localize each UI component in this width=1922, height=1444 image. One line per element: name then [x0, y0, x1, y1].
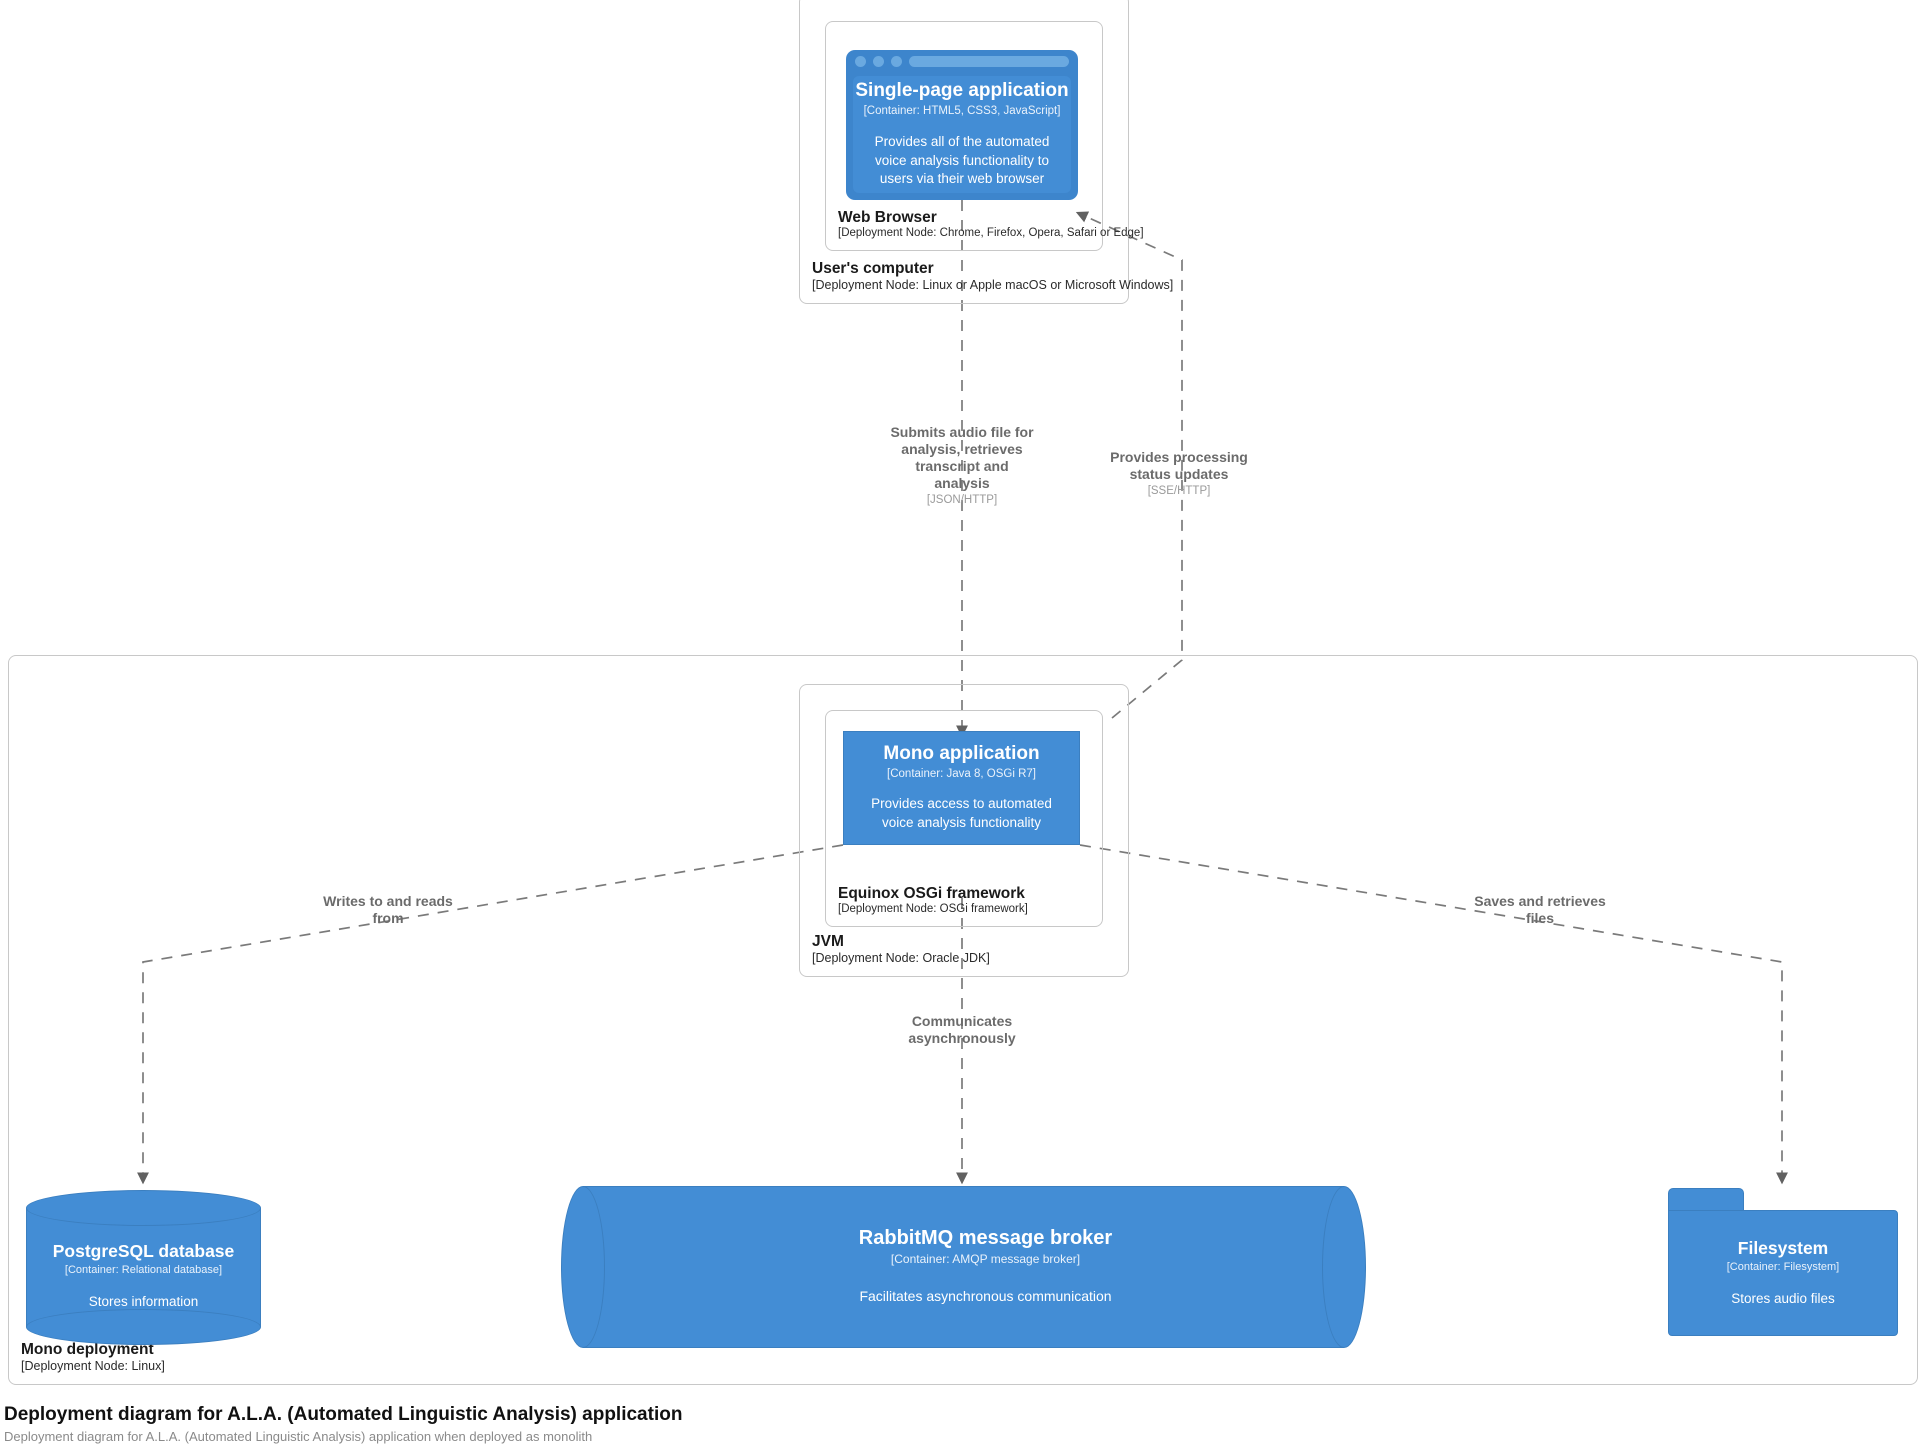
node-users-computer-name: User's computer	[812, 259, 934, 277]
relationship-label-submits-audio: Submits audio file for analysis, retriev…	[887, 424, 1037, 507]
filesystem-description: Stores audio files	[1731, 1290, 1835, 1306]
node-users-computer-tech: [Deployment Node: Linux or Apple macOS o…	[812, 278, 1174, 293]
node-mono-deployment[interactable]: Mono deployment [Deployment Node: Linux]	[8, 655, 1918, 1385]
postgres-text-block: PostgreSQL database [Container: Relation…	[26, 1226, 261, 1327]
node-jvm-tech: [Deployment Node: Oracle JDK]	[812, 951, 990, 966]
postgres-description: Stores information	[88, 1294, 199, 1310]
submits-audio-description: Submits audio file for analysis, retriev…	[890, 424, 1034, 492]
rabbitmq-title: RabbitMQ message broker	[858, 1227, 1113, 1250]
node-mono-deployment-name: Mono deployment	[21, 1340, 154, 1358]
node-mono-deployment-tech: [Deployment Node: Linux]	[21, 1359, 165, 1374]
browser-url-bar[interactable]	[909, 55, 1069, 67]
node-equinox-label: Equinox OSGi framework [Deployment Node:…	[838, 885, 1028, 917]
rabbitmq-tech: [Container: AMQP message broker]	[890, 1252, 1081, 1267]
filesystem-title: Filesystem	[1737, 1237, 1829, 1258]
node-jvm-name: JVM	[812, 932, 844, 950]
browser-dot-minimize-icon	[873, 55, 884, 67]
rabbitmq-pipe-right-cap	[1322, 1186, 1366, 1348]
caption-title: Deployment diagram for A.L.A. (Automated…	[4, 1404, 683, 1425]
processing-status-description: Provides processing status updates	[1110, 449, 1248, 483]
node-equinox-tech: [Deployment Node: OSGi framework]	[838, 903, 1028, 916]
postgres-cylinder-bottom	[26, 1309, 261, 1345]
rabbitmq-pipe-left-cap	[561, 1186, 605, 1348]
node-web-browser-name: Web Browser	[838, 209, 937, 227]
spa-description: Provides all of the automated voice anal…	[874, 134, 1050, 187]
node-users-computer[interactable]: User's computer [Deployment Node: Linux …	[799, 0, 1173, 304]
browser-viewport: Single-page application [Container: HTML…	[853, 76, 1071, 193]
node-jvm[interactable]: JVM [Deployment Node: Oracle JDK]	[799, 684, 1129, 977]
postgres-title: PostgreSQL database	[52, 1241, 235, 1262]
browser-chrome-bar	[846, 50, 1078, 72]
container-postgresql-database[interactable]: PostgreSQL database [Container: Relation…	[26, 1190, 261, 1345]
spa-title: Single-page application	[855, 80, 1069, 102]
browser-dot-close-icon	[855, 55, 866, 67]
rabbitmq-text-block: RabbitMQ message broker [Container: AMQP…	[605, 1186, 1366, 1348]
browser-dot-maximize-icon	[891, 55, 902, 67]
node-jvm-label: JVM [Deployment Node: Oracle JDK]	[812, 933, 990, 966]
node-web-browser-label: Web Browser [Deployment Node: Chrome, Fi…	[838, 209, 1144, 241]
container-mono-application[interactable]: Mono application [Container: Java 8, OSG…	[843, 731, 1080, 845]
postgres-cylinder-body	[26, 1208, 261, 1327]
postgres-tech: [Container: Relational database]	[64, 1264, 223, 1277]
diagram-caption: Deployment diagram for A.L.A. (Automated…	[4, 1404, 682, 1444]
relationship-label-processing-status: Provides processing status updates [SSE/…	[1104, 449, 1254, 498]
rabbitmq-pipe-body	[583, 1186, 1344, 1348]
filesystem-tech: [Container: Filesystem]	[1726, 1260, 1840, 1273]
node-users-computer-label: User's computer [Deployment Node: Linux …	[812, 260, 1173, 293]
node-equinox-name: Equinox OSGi framework	[838, 885, 1025, 903]
node-web-browser-tech: [Deployment Node: Chrome, Firefox, Opera…	[838, 227, 1144, 240]
submits-audio-tech: [JSON/HTTP]	[926, 494, 998, 507]
rabbitmq-description: Facilitates asynchronous communication	[859, 1288, 1112, 1305]
container-filesystem[interactable]: Filesystem [Container: Filesystem] Store…	[1668, 1188, 1898, 1336]
mono-app-title: Mono application	[883, 743, 1040, 765]
processing-status-tech: [SSE/HTTP]	[1147, 485, 1211, 498]
mono-app-tech: [Container: Java 8, OSGi R7]	[887, 768, 1036, 781]
spa-tech: [Container: HTML5, CSS3, JavaScript]	[863, 104, 1061, 117]
node-equinox-osgi-framework[interactable]: Equinox OSGi framework [Deployment Node:…	[825, 710, 1103, 927]
caption-subtitle: Deployment diagram for A.L.A. (Automated…	[4, 1429, 593, 1444]
node-web-browser[interactable]: Web Browser [Deployment Node: Chrome, Fi…	[825, 21, 1144, 251]
node-mono-deployment-label: Mono deployment [Deployment Node: Linux]	[21, 1341, 165, 1374]
container-single-page-application[interactable]: Single-page application [Container: HTML…	[846, 50, 1078, 200]
filesystem-folder-body: Filesystem [Container: Filesystem] Store…	[1668, 1210, 1898, 1336]
postgres-cylinder-top	[26, 1190, 261, 1226]
container-rabbitmq-message-broker[interactable]: RabbitMQ message broker [Container: AMQP…	[561, 1186, 1366, 1348]
mono-app-description: Provides access to automated voice analy…	[871, 796, 1052, 831]
